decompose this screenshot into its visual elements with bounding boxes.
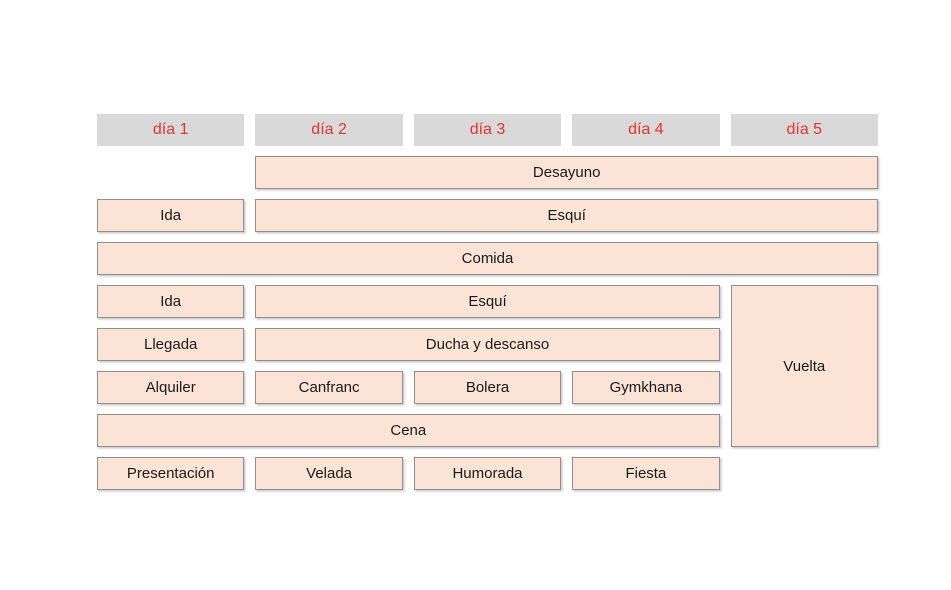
camp-schedule-grid: día 1 día 2 día 3 día 4 día 5 Desayuno I…: [97, 114, 878, 490]
schedule-cell-esqui-manana: Esquí: [255, 199, 878, 232]
schedule-cell-presentacion: Presentación: [97, 457, 245, 490]
day-header-2: día 2: [255, 114, 403, 146]
schedule-cell-fiesta: Fiesta: [572, 457, 720, 490]
schedule-cell-vuelta: Vuelta: [730, 285, 878, 447]
schedule-cell-ida-manana: Ida: [97, 199, 245, 232]
schedule-cell-velada: Velada: [255, 457, 403, 490]
day-header-1: día 1: [97, 114, 245, 146]
schedule-cell-ducha: Ducha y descanso: [255, 328, 720, 361]
schedule-cell-cena: Cena: [97, 414, 720, 447]
day-header-5: día 5: [730, 114, 878, 146]
day-header-3: día 3: [413, 114, 562, 146]
schedule-cell-desayuno: Desayuno: [255, 156, 878, 189]
schedule-cell-esqui-tarde: Esquí: [255, 285, 720, 318]
schedule-cell-humorada: Humorada: [413, 457, 562, 490]
day-header-4: día 4: [572, 114, 720, 146]
schedule-cell-alquiler: Alquiler: [97, 371, 245, 404]
schedule-cell-ida-tarde: Ida: [97, 285, 245, 318]
schedule-cell-gymkhana: Gymkhana: [572, 371, 720, 404]
schedule-cell-comida: Comida: [97, 242, 878, 275]
schedule-cell-canfranc: Canfranc: [255, 371, 403, 404]
schedule-cell-llegada: Llegada: [97, 328, 245, 361]
schedule-cell-bolera: Bolera: [413, 371, 562, 404]
